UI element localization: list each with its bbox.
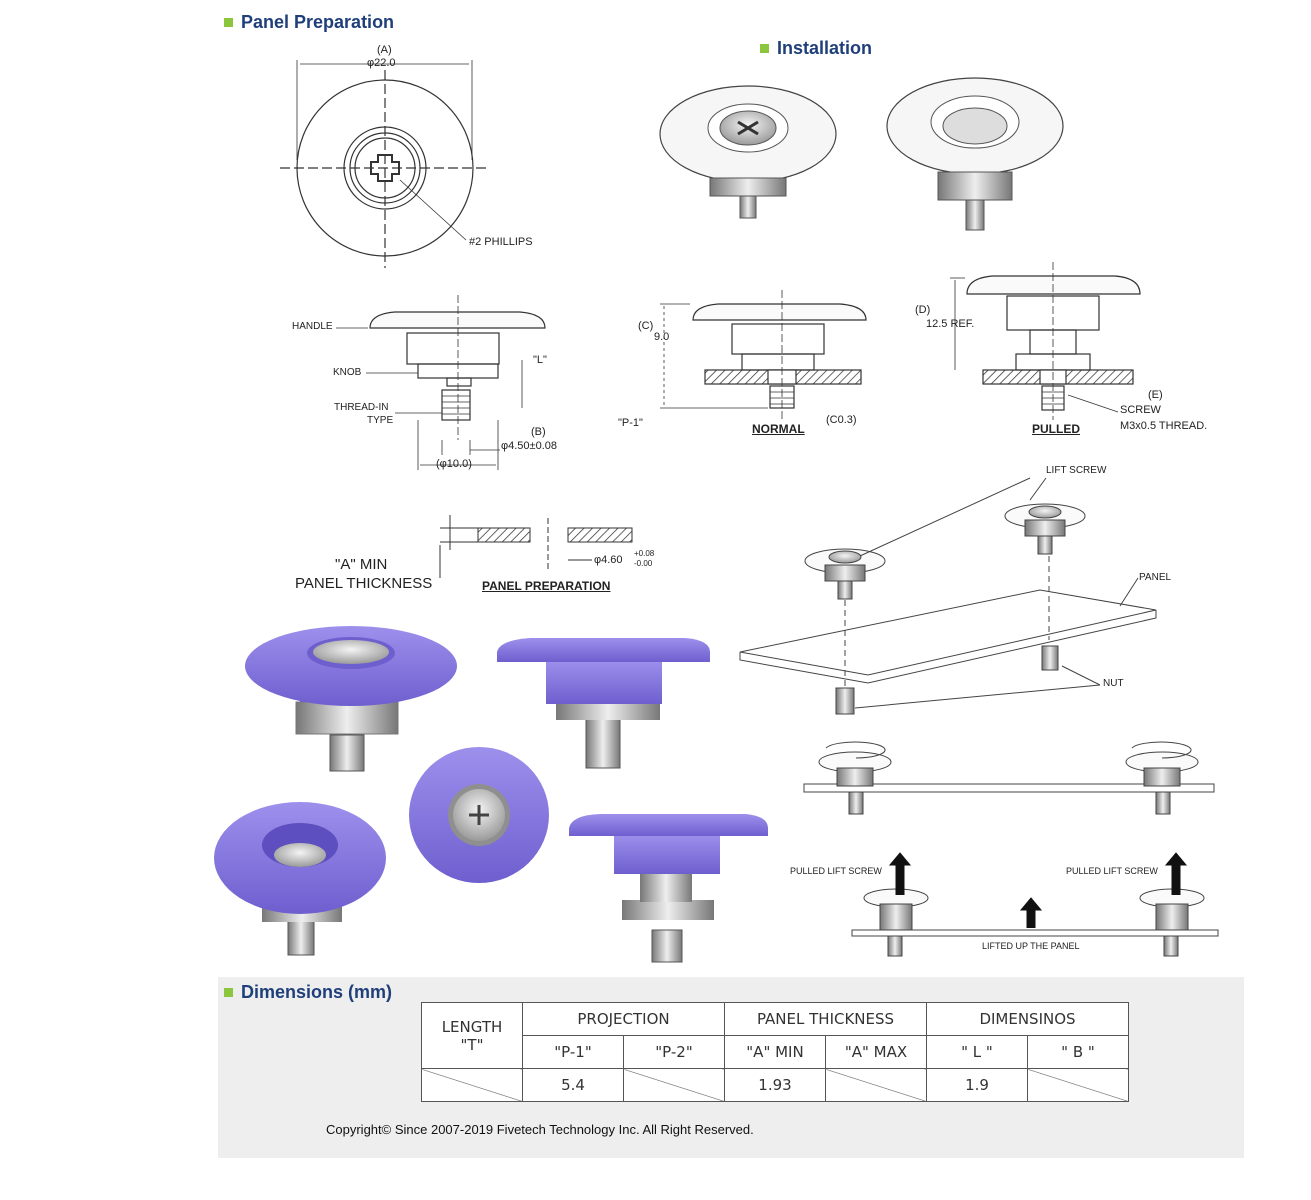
- a-min-cell: 1.93: [724, 1068, 826, 1102]
- c-dimension: 9.0: [654, 331, 670, 343]
- copyright-text: Copyright© Since 2007-2019 Fivetech Tech…: [326, 1122, 754, 1137]
- pulled-lift-screw-right: PULLED LIFT SCREW: [1066, 866, 1158, 876]
- type-label: TYPE: [367, 415, 394, 426]
- lifted-up-label: LIFTED UP THE PANEL: [982, 941, 1080, 951]
- pulled-caption: PULLED: [1032, 422, 1080, 436]
- b-header: " B ": [1027, 1035, 1129, 1069]
- p1-label: "P-1": [618, 417, 643, 429]
- a-max-cell: [825, 1068, 927, 1102]
- hole-dimension: φ4.60: [594, 554, 623, 566]
- dimensions-title: Dimensions (mm): [241, 982, 393, 1002]
- l-label: "L": [533, 354, 547, 366]
- l-cell: 1.9: [926, 1068, 1028, 1102]
- installation-render-pulled: [886, 77, 1064, 231]
- product-photo-3: [214, 802, 386, 956]
- normal-caption: NORMAL: [752, 422, 805, 436]
- product-photo-5: [569, 814, 768, 963]
- lift-screw-label: LIFT SCREW: [1046, 465, 1107, 476]
- panel-thickness-label: PANEL THICKNESS: [295, 575, 433, 592]
- installation-render-normal: [659, 85, 837, 219]
- a-max-header: "A" MAX: [825, 1035, 927, 1069]
- hole-tol-minus: -0.00: [634, 559, 653, 568]
- panel-assembly-diagram: [739, 477, 1157, 715]
- table-header-row: LENGTH "T" PROJECTION PANEL THICKNESS DI…: [421, 1002, 1129, 1069]
- length-cell: [421, 1068, 523, 1102]
- top-view-drawing: [280, 60, 490, 268]
- rotation-diagram: [803, 741, 1215, 815]
- a-dimension: φ22.0: [367, 57, 396, 69]
- bullet-icon: [760, 44, 769, 53]
- installation-title: Installation: [777, 38, 873, 58]
- dimensions-table: LENGTH "T" PROJECTION PANEL THICKNESS DI…: [421, 1002, 1129, 1102]
- panel-label: PANEL: [1139, 572, 1172, 583]
- p2-header: "P-2": [623, 1035, 725, 1069]
- lift-diagram: [851, 852, 1219, 957]
- thread-label: M3x0.5 THREAD.: [1120, 420, 1208, 432]
- t-label: "T": [460, 1035, 484, 1054]
- phi10-dimension: (φ10.0): [436, 458, 472, 470]
- p1-header: "P-1": [522, 1035, 624, 1069]
- panel-prep-caption: PANEL PREPARATION: [482, 579, 611, 593]
- pulled-lift-screw-left: PULLED LIFT SCREW: [790, 866, 882, 876]
- thread-in-label: THREAD-IN: [334, 402, 389, 413]
- product-photo-2: [497, 638, 710, 769]
- table-row: 5.4 1.93 1.9: [421, 1068, 1129, 1102]
- product-photo-4: [409, 747, 549, 883]
- product-photo-1: [245, 626, 457, 772]
- b-label: (B): [531, 426, 546, 438]
- handle-label: HANDLE: [292, 321, 333, 332]
- dimensions-header: DIMENSINOS: [926, 1002, 1129, 1036]
- nut-label: NUT: [1103, 678, 1124, 689]
- a-label: (A): [377, 44, 392, 56]
- a-min-header: "A" MIN: [724, 1035, 826, 1069]
- length-label: LENGTH: [441, 1017, 503, 1036]
- table-subheader-row: "P-1" "P-2" "A" MIN "A" MAX " L " " B ": [422, 1035, 1129, 1069]
- c03-label: (C0.3): [826, 414, 857, 426]
- screw-label: SCREW: [1120, 404, 1161, 416]
- length-header: LENGTH "T": [421, 1002, 523, 1069]
- installation-heading: Installation: [760, 38, 872, 59]
- d-dimension: 12.5 REF.: [926, 318, 975, 330]
- panel-prep-drawing: [439, 515, 633, 578]
- knob-label: KNOB: [333, 367, 362, 378]
- panel-preparation-title: Panel Preparation: [241, 12, 395, 32]
- dimensions-heading: Dimensions (mm): [224, 982, 392, 1003]
- b-cell: [1027, 1068, 1129, 1102]
- bullet-icon: [224, 988, 233, 997]
- pulled-view-drawing: [950, 262, 1141, 420]
- panel-preparation-heading: Panel Preparation: [224, 12, 394, 33]
- b-dimension: φ4.50±0.08: [501, 440, 557, 452]
- hole-tol-plus: +0.08: [634, 549, 655, 558]
- normal-view-drawing: [660, 290, 867, 420]
- p2-cell: [623, 1068, 725, 1102]
- projection-header: PROJECTION: [522, 1002, 725, 1036]
- bullet-icon: [224, 18, 233, 27]
- a-min-label: "A" MIN: [335, 556, 388, 573]
- p1-cell: 5.4: [522, 1068, 624, 1102]
- l-header: " L ": [926, 1035, 1028, 1069]
- side-view-drawing: [336, 295, 546, 470]
- d-label: (D): [915, 304, 931, 316]
- panel-thickness-header: PANEL THICKNESS: [724, 1002, 927, 1036]
- phillips-label: #2 PHILLIPS: [469, 236, 533, 248]
- c-label: (C): [638, 320, 654, 332]
- e-label: (E): [1148, 389, 1163, 401]
